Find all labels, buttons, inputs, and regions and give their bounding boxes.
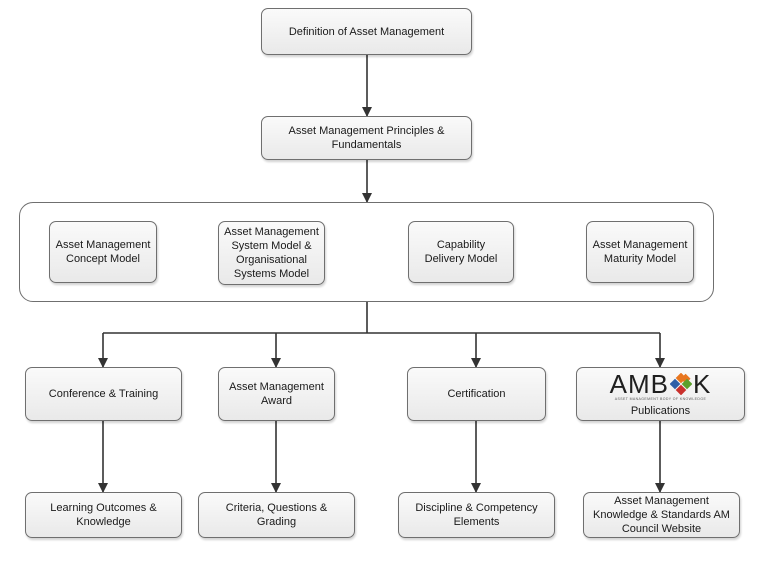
- criteria-node: Criteria, Questions & Grading: [198, 492, 355, 538]
- discipline-label: Discipline & Competency Elements: [415, 502, 538, 528]
- capability-delivery-node: Capability Delivery Model: [408, 221, 514, 283]
- ambok-logo-tagline: ASSET MANAGEMENT BODY OF KNOWLEDGE: [614, 396, 707, 401]
- concept-model-node: Asset Management Concept Model: [49, 221, 157, 283]
- concept-model-label: Asset Management Concept Model: [55, 239, 151, 265]
- publications-label: Publications: [630, 404, 691, 417]
- ambok-logo-left-text: AMB: [609, 368, 669, 399]
- ambok-diamond-logo-icon: [670, 372, 692, 395]
- knowledge-standards-node: Asset Management Knowledge & Standards A…: [583, 492, 740, 538]
- discipline-node: Discipline & Competency Elements: [398, 492, 555, 538]
- learning-outcomes-node: Learning Outcomes & Knowledge: [25, 492, 182, 538]
- conference-label: Conference & Training: [48, 388, 159, 400]
- system-model-label: Asset Management System Model & Organisa…: [224, 226, 319, 280]
- principles-node: Asset Management Principles & Fundamenta…: [261, 116, 472, 160]
- system-model-node: Asset Management System Model & Organisa…: [218, 221, 325, 285]
- capability-delivery-label: Capability Delivery Model: [424, 239, 498, 265]
- award-label: Asset Management Award: [229, 381, 324, 407]
- conference-node: Conference & Training: [25, 367, 182, 421]
- definition-label: Definition of Asset Management: [288, 25, 445, 38]
- learning-outcomes-label: Learning Outcomes & Knowledge: [50, 502, 157, 528]
- publications-node: AMB K ASSET MANAGEMENT BODY OF KNOWLEDGE…: [576, 367, 745, 421]
- certification-node: Certification: [407, 367, 546, 421]
- maturity-model-node: Asset Management Maturity Model: [586, 221, 694, 283]
- ambok-logo: AMB K: [610, 371, 712, 397]
- criteria-label: Criteria, Questions & Grading: [225, 502, 328, 528]
- principles-label: Asset Management Principles & Fundamenta…: [288, 125, 445, 151]
- award-node: Asset Management Award: [218, 367, 335, 421]
- certification-label: Certification: [447, 388, 506, 400]
- knowledge-standards-label: Asset Management Knowledge & Standards A…: [593, 495, 730, 535]
- maturity-model-label: Asset Management Maturity Model: [592, 239, 688, 265]
- definition-node: Definition of Asset Management: [261, 8, 472, 55]
- ambok-logo-right-text: K: [693, 368, 712, 399]
